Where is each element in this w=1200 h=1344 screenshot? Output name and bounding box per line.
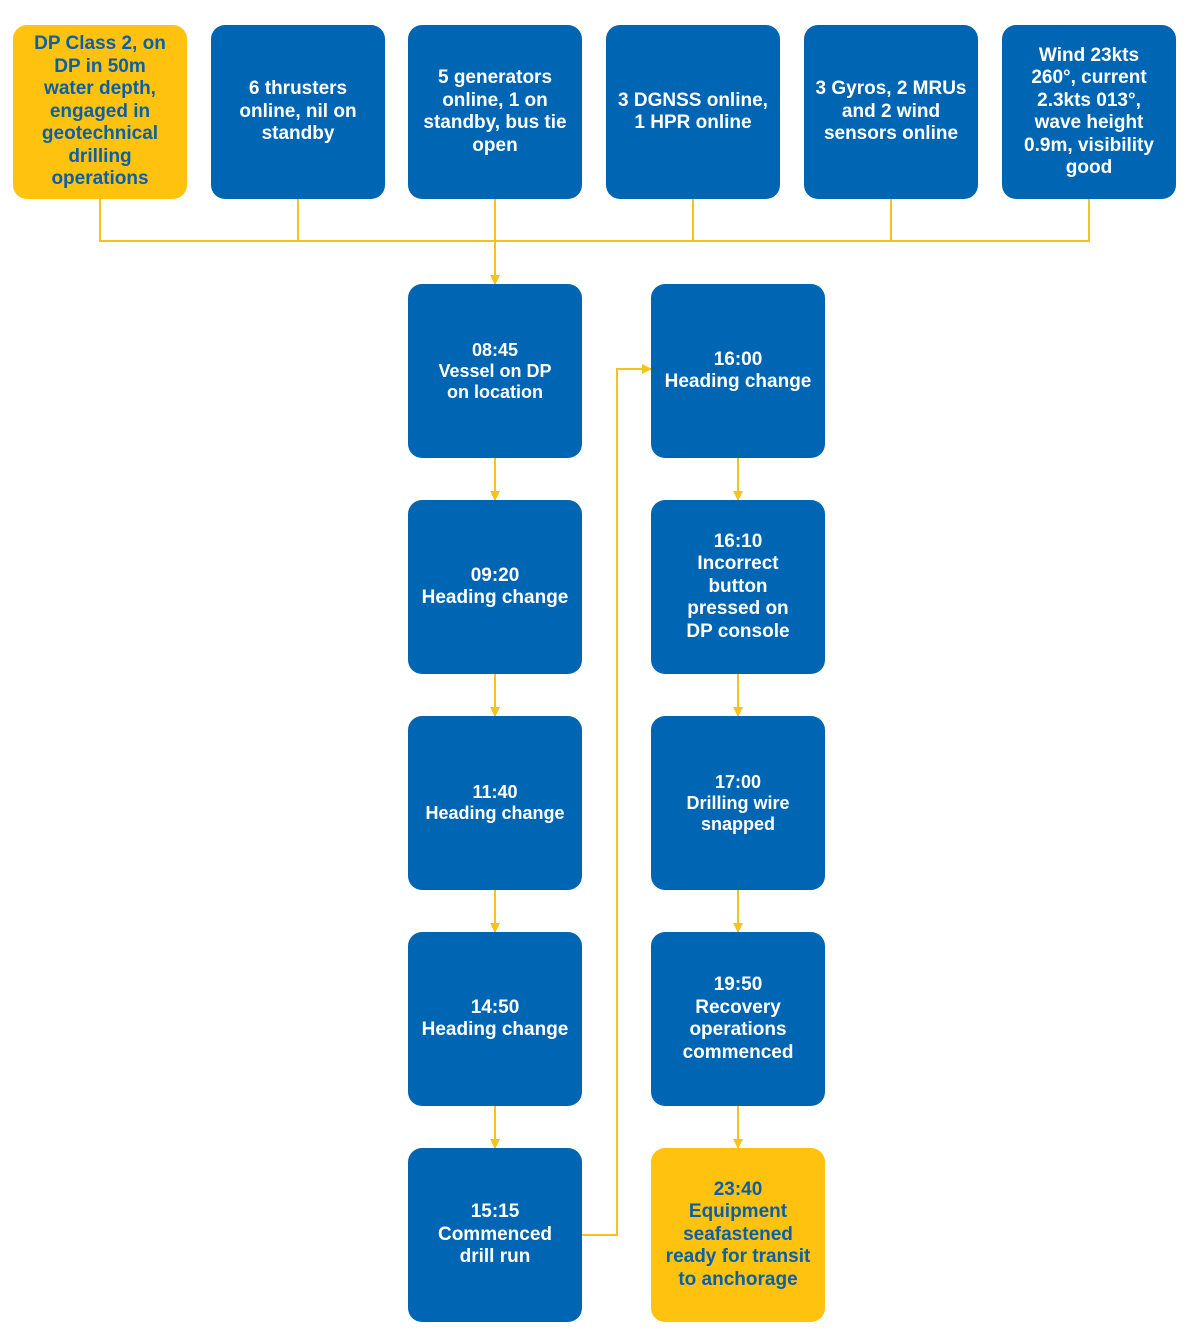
event-1610-box: 16:10 Incorrect button pressed on DP con… (651, 500, 825, 674)
context-environment-text: Wind 23kts 260°, current 2.3kts 013°, wa… (1024, 44, 1154, 179)
event-2340-box: 23:40 Equipment seafastened ready for tr… (651, 1148, 825, 1322)
event-time: 11:40 (472, 782, 518, 802)
context-sensors-text: 3 Gyros, 2 MRUs and 2 wind sensors onlin… (815, 78, 967, 145)
context-generators-box: 5 generators online, 1 on standby, bus t… (408, 25, 582, 199)
event-1515-box: 15:15 Commenced drill run (408, 1148, 582, 1322)
event-time: 23:40 (713, 1178, 763, 1200)
context-thrusters-text: 6 thrusters online, nil on standby (239, 78, 357, 145)
event-1600-box: 16:00 Heading change (651, 284, 825, 458)
event-time: 17:00 (714, 771, 762, 792)
event-0920-box: 09:20 Heading change (408, 500, 582, 674)
event-time: 16:10 (713, 530, 763, 552)
event-description: Heading change (421, 1019, 569, 1040)
event-time: 09:20 (470, 564, 520, 586)
event-time: 14:50 (470, 996, 520, 1018)
context-situation-box: DP Class 2, on DP in 50m water depth, en… (13, 25, 187, 199)
event-time: 15:15 (470, 1201, 520, 1223)
event-description: Heading change (664, 371, 812, 392)
context-position-refs-text: 3 DGNSS online, 1 HPR online (618, 89, 768, 134)
arrow-1515-to-1600 (582, 364, 652, 1236)
context-generators-text: 5 generators online, 1 on standby, bus t… (423, 67, 567, 156)
event-1700-box: 17:00 Drilling wire snapped (651, 716, 825, 890)
event-time: 08:45 (471, 339, 519, 360)
event-description: Drilling wire snapped (686, 792, 790, 834)
context-situation-text: DP Class 2, on DP in 50m water depth, en… (34, 33, 166, 190)
context-sensors-box: 3 Gyros, 2 MRUs and 2 wind sensors onlin… (804, 25, 978, 199)
event-description: Recovery operations commenced (682, 996, 794, 1063)
event-description: Vessel on DP on location (438, 360, 552, 402)
event-description: Equipment seafastened ready for transit … (665, 1201, 811, 1290)
event-description: Heading change (425, 803, 565, 823)
event-time: 19:50 (713, 974, 763, 995)
event-0845-box: 08:45 Vessel on DP on location (408, 284, 582, 458)
event-description: Commenced drill run (437, 1223, 553, 1268)
event-1450-box: 14:50 Heading change (408, 932, 582, 1106)
context-thrusters-box: 6 thrusters online, nil on standby (211, 25, 385, 199)
context-position-refs-box: 3 DGNSS online, 1 HPR online (606, 25, 780, 199)
event-description: Incorrect button pressed on DP console (686, 553, 790, 642)
context-environment-box: Wind 23kts 260°, current 2.3kts 013°, wa… (1002, 25, 1176, 199)
event-description: Heading change (421, 587, 569, 608)
event-1140-box: 11:40 Heading change (408, 716, 582, 890)
event-1950-box: 19:50 Recovery operations commenced (651, 932, 825, 1106)
event-time: 16:00 (713, 348, 763, 370)
